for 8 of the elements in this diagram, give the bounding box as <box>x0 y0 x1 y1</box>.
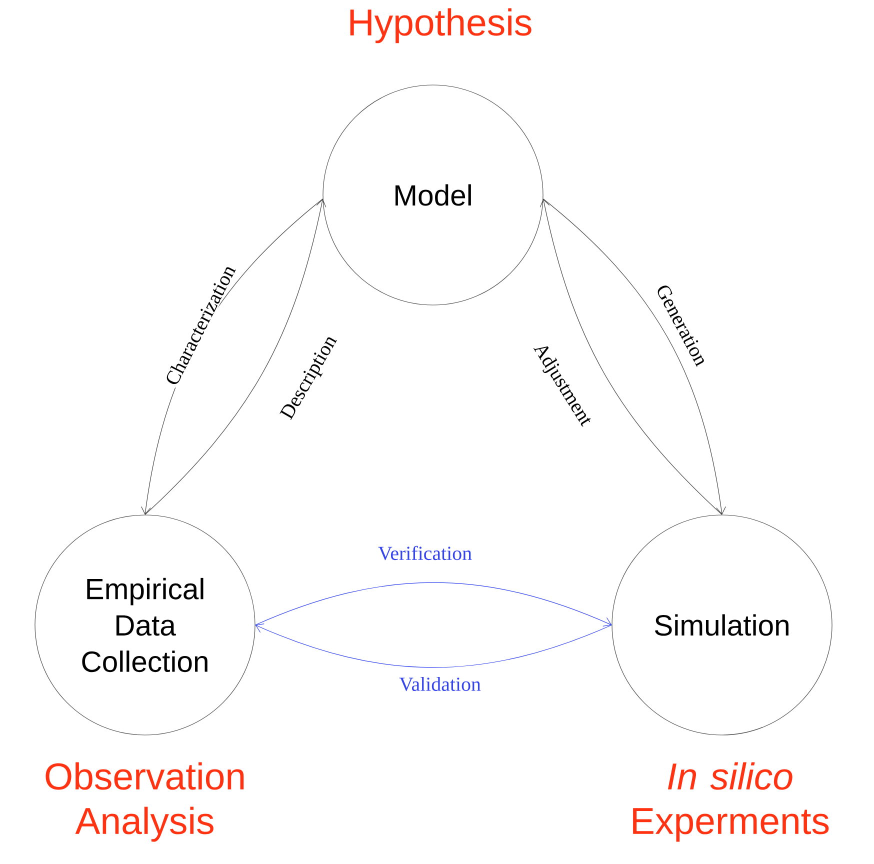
circle-node: Simulation <box>612 514 832 736</box>
arrow <box>255 624 612 668</box>
edge-label: Verification <box>376 544 474 562</box>
circle-node: Model <box>322 84 544 306</box>
circle-node: Empirical Data Collection <box>34 514 256 736</box>
heading-label: Hypothesis <box>350 8 532 44</box>
edge-label: Validation <box>398 676 482 692</box>
arrow <box>255 582 612 626</box>
